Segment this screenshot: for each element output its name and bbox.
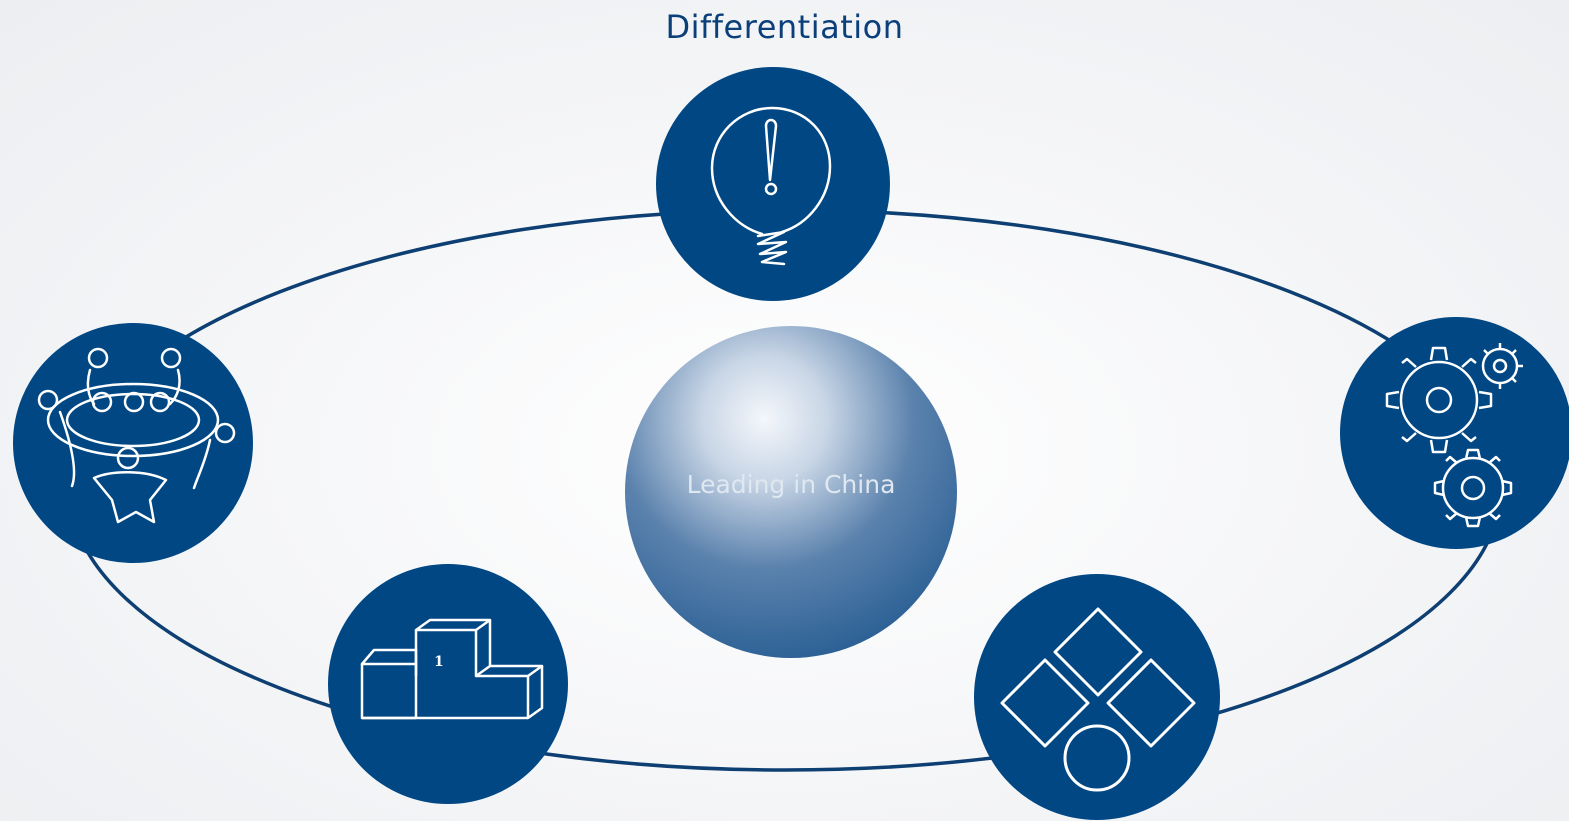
- podium-icon: 1: [360, 618, 544, 720]
- lightbulb-exclamation-icon: [710, 106, 832, 266]
- shapes-icon: [1000, 607, 1196, 792]
- node-top: [656, 67, 890, 301]
- svg-text:1: 1: [434, 654, 444, 670]
- node-bottom-left: 1: [328, 564, 568, 804]
- node-bottom-right: [974, 574, 1220, 820]
- team-circle-icon: [37, 347, 236, 524]
- diagram-title: Differentiation: [665, 8, 904, 46]
- node-right: [1340, 317, 1569, 549]
- center-sphere: [625, 326, 957, 658]
- center-label: Leading in China: [686, 470, 896, 499]
- gears-icon: [1385, 343, 1523, 528]
- node-left: [13, 323, 253, 563]
